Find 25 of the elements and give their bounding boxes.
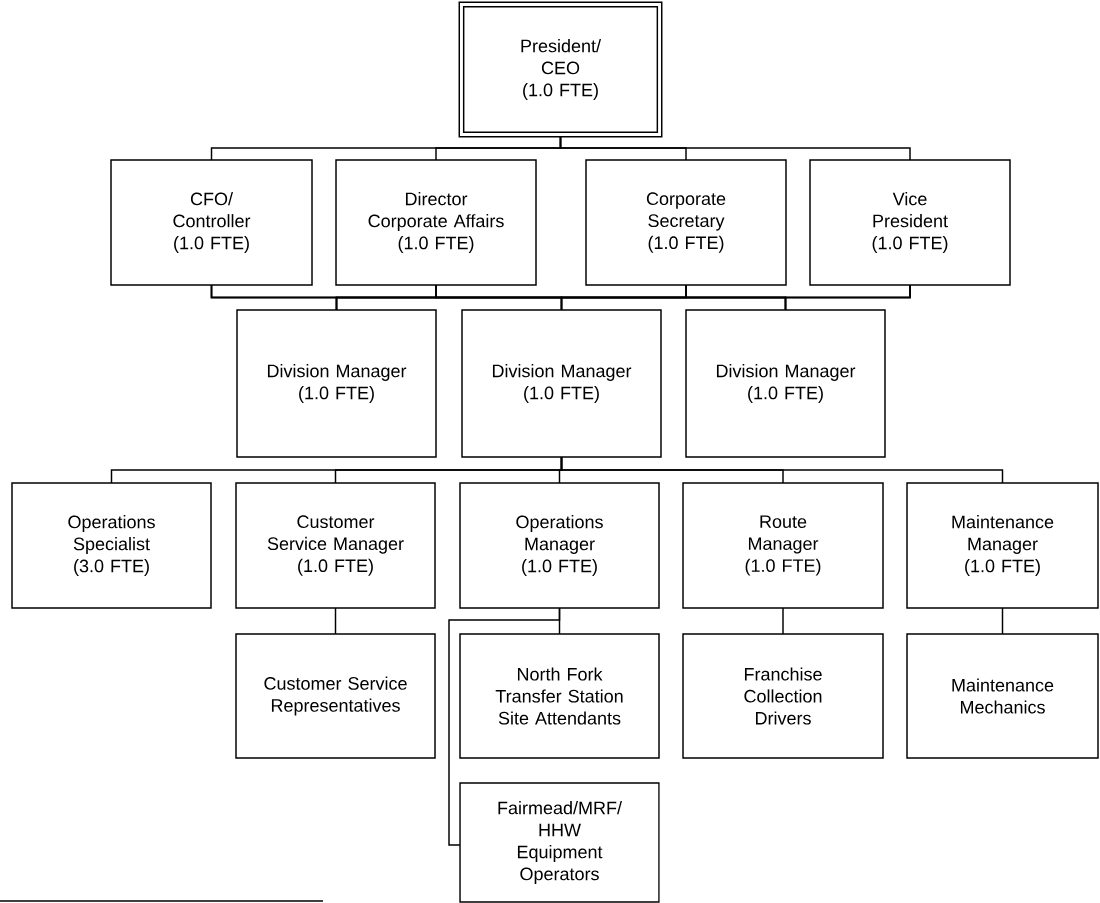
position-box: Division Manager (1.0 FTE) (685, 309, 886, 458)
position-box: Franchise Collection Drivers (682, 633, 884, 759)
position-box: Fairmead/MRF/ HHW Equipment Operators (459, 782, 660, 903)
connector-line (334, 607, 337, 635)
position-box: Vice President (1.0 FTE) (809, 159, 1011, 286)
position-box: North Fork Transfer Station Site Attendants (459, 633, 660, 759)
connector-line (1001, 607, 1004, 635)
position-box: Operations Specialist (3.0 FTE) (11, 482, 212, 609)
connector-line (782, 607, 784, 635)
position-box: President/ CEO (1.0 FTE) (458, 1, 663, 138)
connector-line (448, 607, 561, 846)
position-box: Corporate Secretary (1.0 FTE) (585, 159, 787, 286)
position-box: Customer Service Manager (1.0 FTE) (235, 482, 436, 609)
position-box: Operations Manager (1.0 FTE) (459, 482, 660, 609)
position-box: Customer Service Representatives (235, 633, 436, 759)
position-box: Route Manager (1.0 FTE) (682, 482, 884, 609)
position-box: Division Manager (1.0 FTE) (461, 309, 662, 458)
position-box: Director Corporate Affairs (1.0 FTE) (335, 159, 537, 286)
position-box: Maintenance Mechanics (906, 633, 1099, 759)
connector-line (784, 284, 911, 311)
connector-line (559, 135, 911, 161)
connector-line (560, 456, 1004, 484)
position-box: CFO/ Controller (1.0 FTE) (110, 159, 313, 286)
position-box: Division Manager (1.0 FTE) (236, 309, 437, 458)
position-box: Maintenance Manager (1.0 FTE) (906, 482, 1099, 609)
